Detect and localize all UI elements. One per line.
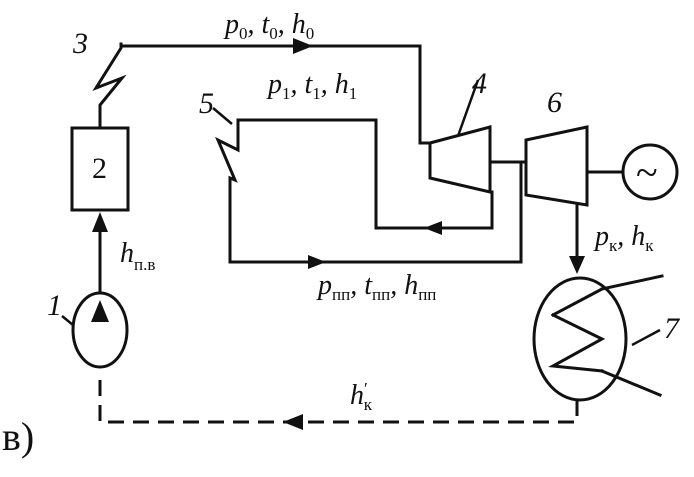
reheater-number: 5	[199, 87, 214, 120]
feed-water-label: hп.в	[120, 238, 155, 274]
condenser-cooling-in	[600, 274, 664, 291]
condensate-label: h′к	[350, 379, 373, 414]
figure-corner-label: в)	[2, 414, 34, 459]
generator-symbol: ~	[636, 150, 658, 195]
generator	[621, 143, 679, 201]
condensate-arrow	[283, 414, 303, 430]
reheat-steam-arrow	[308, 255, 326, 269]
condenser-inlet-label: pк, hк	[593, 221, 654, 255]
hp-turbine	[428, 125, 492, 194]
reheater-pointer	[212, 107, 233, 125]
main-steam-label: p0, t0, h0	[223, 9, 314, 43]
hp-exhaust-line	[215, 118, 523, 264]
superheater-coil	[92, 42, 127, 130]
condenser-cooling-out	[600, 369, 662, 397]
main-steam-line	[119, 42, 432, 145]
hp-exhaust-arrow	[424, 221, 442, 235]
hp-turbine-pointer	[456, 79, 480, 137]
condenser-coil	[548, 286, 606, 373]
pump-pointer	[61, 315, 74, 326]
lp-turbine	[524, 125, 589, 207]
pump-triangle	[91, 300, 109, 322]
boiler-number: 2	[92, 152, 107, 185]
hp-exhaust-label: p1, t1, h1	[266, 69, 357, 103]
main-steam-arrow	[293, 38, 313, 54]
hp-turbine-number: 4	[472, 67, 487, 100]
condenser-shell	[532, 276, 628, 402]
lp-exhaust-arrow	[569, 256, 585, 274]
condenser-number: 7	[664, 312, 681, 345]
condensate-line	[98, 375, 579, 424]
pump-number: 1	[47, 289, 62, 322]
superheater-number: 3	[72, 27, 88, 60]
reheat-steam-label: pпп, tпп, hпп	[316, 270, 436, 304]
condenser-pointer	[631, 328, 661, 347]
lp-turbine-number: 6	[547, 86, 562, 119]
feed-water-arrow	[92, 212, 108, 232]
